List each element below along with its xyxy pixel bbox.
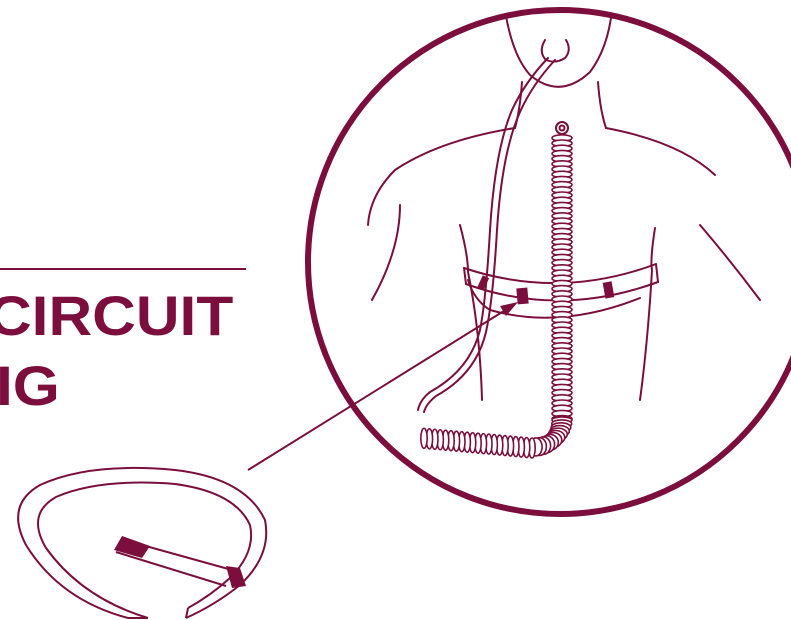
pointer-arrowhead [500, 302, 518, 316]
tube-connector [555, 121, 569, 135]
left-arm [371, 204, 401, 301]
title-line-2: IG [0, 354, 60, 417]
right-shoulder [605, 127, 716, 176]
left-shoulder [367, 127, 516, 226]
tube-coil [419, 427, 428, 450]
patient-inset [305, 7, 791, 517]
nose [540, 39, 570, 63]
cannula-tube-outer [417, 57, 549, 411]
pointer-line [247, 305, 513, 471]
inset-circle [305, 7, 791, 517]
corrugated-tube [419, 134, 573, 459]
title-rule [0, 268, 246, 270]
title-line-1: CIRCUIT [0, 284, 234, 347]
left-torso [459, 224, 483, 401]
band-detail [17, 466, 268, 619]
neck-right [597, 81, 607, 129]
right-torso [639, 227, 656, 401]
right-arm [699, 224, 761, 301]
cannula-tube-inner [423, 59, 556, 413]
face-outline [504, 10, 613, 88]
